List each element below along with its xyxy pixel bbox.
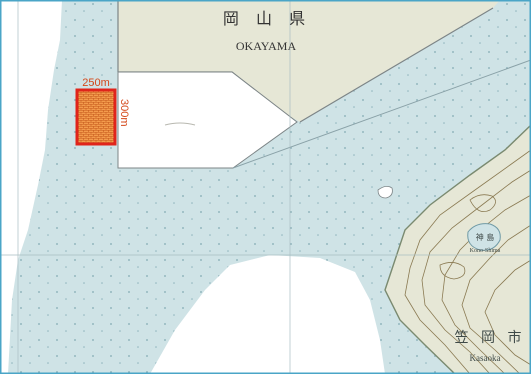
- region-jp-label: 岡 山 県: [223, 9, 311, 28]
- pond: [467, 223, 501, 251]
- boundary-line: [232, 59, 531, 169]
- contour-lines: [404, 149, 531, 374]
- islet: [377, 186, 393, 199]
- island-en-label: Kono-Shima: [470, 248, 501, 254]
- region-en-label: OKAYAMA: [236, 39, 297, 53]
- southern-land: [150, 255, 385, 374]
- kasaoka-coast: [384, 124, 531, 374]
- reclaimed-area: [117, 71, 298, 169]
- reclaimed-mark: [164, 122, 196, 126]
- island-jp-label: 神 島: [476, 232, 495, 242]
- city-en-label: Kasaoka: [470, 353, 501, 363]
- site-height-label: 300m: [118, 99, 130, 127]
- site-rectangle: [75, 88, 117, 146]
- city-jp-label: 笠 岡 市: [455, 329, 526, 346]
- okayama-land: [118, 0, 500, 122]
- site-width-label: 250m: [82, 77, 110, 89]
- western-coast: [0, 0, 62, 374]
- kasaoka-land: [385, 125, 531, 374]
